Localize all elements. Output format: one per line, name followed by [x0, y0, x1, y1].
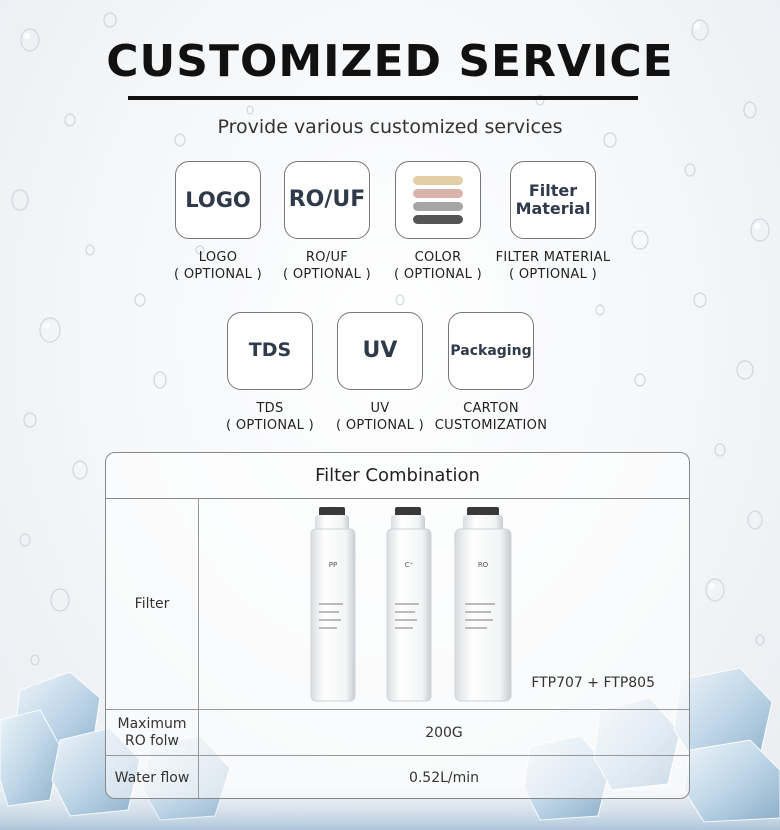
option-uv-caption: UV ( OPTIONAL )	[320, 400, 440, 434]
filter-model-number: FTP707 + FTP805	[531, 675, 655, 691]
caption-title: LOGO	[198, 250, 238, 265]
row-value-water-flow: 0.52L/min	[408, 770, 480, 786]
color-swatch-beige	[413, 176, 463, 185]
option-packaging-caption: CARTON CUSTOMIZATION	[431, 400, 551, 434]
option-ro-uf-box: RO/UF	[284, 161, 370, 239]
table-row-filter: Filter PP	[106, 499, 689, 710]
page-title: CUSTOMIZED SERVICE	[106, 36, 674, 87]
caption-note: CUSTOMIZATION	[434, 418, 548, 433]
option-color: COLOR ( OPTIONAL )	[378, 161, 498, 283]
option-tds-box: TDS	[227, 312, 313, 390]
option-ro-uf: RO/UF RO/UF ( OPTIONAL )	[267, 161, 387, 283]
caption-note: ( OPTIONAL )	[226, 418, 314, 433]
cartridge-ro-label: RO	[478, 561, 489, 569]
color-swatches	[413, 176, 463, 224]
caption-title: UV	[370, 401, 390, 416]
caption-title: CARTON	[463, 401, 519, 416]
cartridge-ro: RO	[454, 507, 512, 702]
table-title: Filter Combination	[106, 453, 689, 499]
caption-note: ( OPTIONAL )	[394, 267, 482, 282]
color-swatch-gray	[413, 202, 463, 211]
color-swatch-dark	[413, 215, 463, 224]
option-filter-material-caption: FILTER MATERIAL ( OPTIONAL )	[493, 249, 613, 283]
caption-title: TDS	[256, 401, 284, 416]
page-subtitle: Provide various customized services	[217, 116, 563, 138]
option-tds-caption: TDS ( OPTIONAL )	[210, 400, 330, 434]
option-color-caption: COLOR ( OPTIONAL )	[378, 249, 498, 283]
caption-title: FILTER MATERIAL	[495, 250, 611, 265]
option-ro-uf-caption: RO/UF ( OPTIONAL )	[267, 249, 387, 283]
caption-note: ( OPTIONAL )	[336, 418, 424, 433]
cartridge-c-plus-label: C⁺	[405, 561, 414, 569]
row-value-max-ro-flow: 200G	[425, 724, 463, 741]
option-tds: TDS TDS ( OPTIONAL )	[210, 312, 330, 434]
cartridge-pp: PP	[310, 507, 356, 702]
option-logo-box: LOGO	[175, 161, 261, 239]
cartridge-pp-label: PP	[329, 561, 337, 569]
caption-note: ( OPTIONAL )	[174, 267, 262, 282]
table-row-water-flow: Water flow 0.52L/min	[106, 756, 689, 798]
cartridge-c-plus: C⁺	[386, 507, 432, 702]
option-uv: UV UV ( OPTIONAL )	[320, 312, 440, 434]
caption-note: ( OPTIONAL )	[509, 267, 597, 282]
option-packaging: Packaging CARTON CUSTOMIZATION	[431, 312, 551, 434]
filter-combination-table: Filter Combination Filter P	[105, 452, 690, 799]
filter-cartridges-image: PP C⁺ RO	[310, 507, 512, 702]
filter-images-cell: PP C⁺ RO	[199, 499, 689, 709]
title-underline	[128, 96, 638, 100]
color-swatch-pink	[413, 189, 463, 198]
option-logo: LOGO LOGO ( OPTIONAL )	[158, 161, 278, 283]
option-logo-caption: LOGO ( OPTIONAL )	[158, 249, 278, 283]
option-color-box	[395, 161, 481, 239]
row-label-water-flow: Water flow	[106, 756, 199, 798]
caption-note: ( OPTIONAL )	[283, 267, 371, 282]
caption-title: RO/UF	[305, 250, 349, 265]
option-uv-box: UV	[337, 312, 423, 390]
option-packaging-box: Packaging	[448, 312, 534, 390]
caption-title: COLOR	[414, 250, 462, 265]
row-label-filter: Filter	[106, 499, 199, 709]
